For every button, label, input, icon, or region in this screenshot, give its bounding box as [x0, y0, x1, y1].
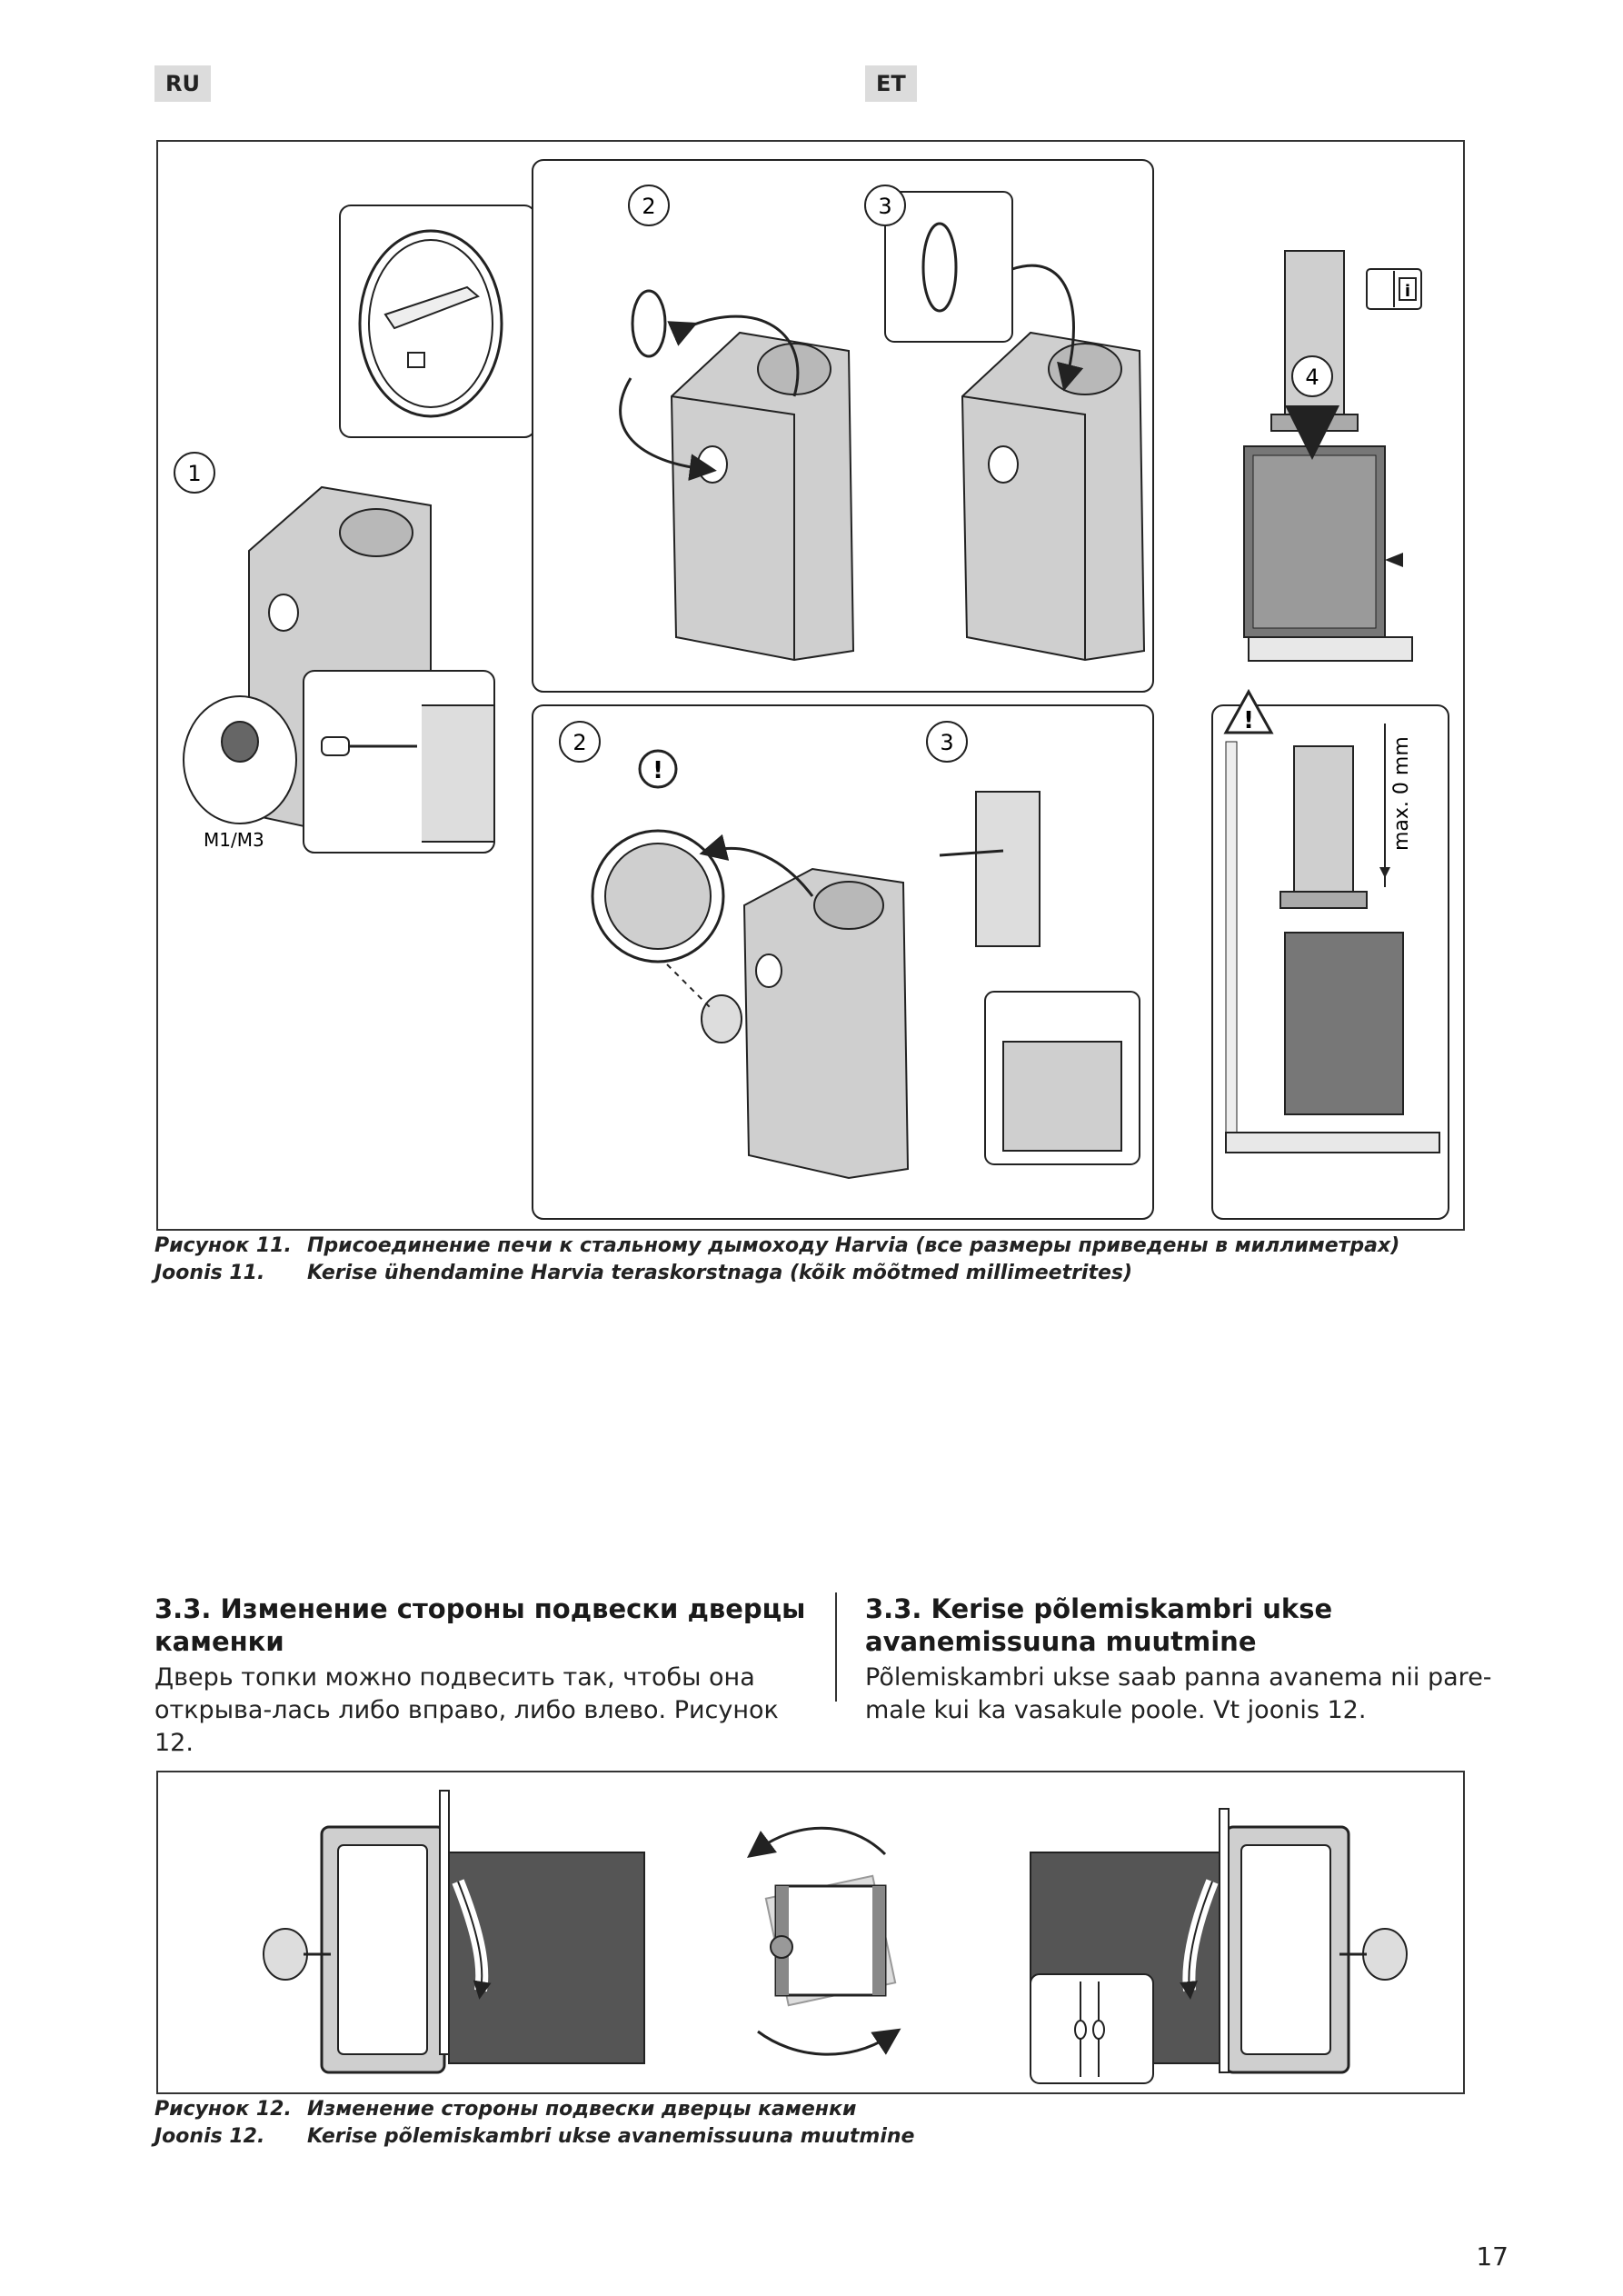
door-rotate-diagram: [746, 1826, 901, 2056]
door-left-hinge: [263, 1790, 645, 2074]
svg-text:i: i: [1405, 282, 1410, 301]
lang-tag-et: ET: [865, 65, 917, 102]
caption-text: Kerise ühendamine Harvia teraskorstnaga …: [307, 1262, 1133, 1284]
figure-11-caption-ru: Рисунок 11. Присоединение печи к стальном…: [154, 1233, 1399, 1260]
svg-text:!: !: [652, 757, 663, 784]
svg-text:3: 3: [878, 194, 891, 219]
panel-chimney-installed: [1243, 250, 1413, 662]
caption-text: Kerise põlemiskambri ukse avanemissuuna …: [307, 2125, 915, 2148]
info-book-icon: i: [1366, 268, 1422, 310]
figure-11-caption-et: Joonis 11. Kerise ühendamine Harvia teras…: [154, 1260, 1132, 1287]
figure-12: [156, 1771, 1465, 2094]
dimension-label: max. 0 mm: [1390, 736, 1413, 851]
door-right-hinge: [1030, 1808, 1408, 2084]
column-divider: [835, 1592, 837, 1702]
figure-11: 1 2 3 2 3 4 M1/M3 max. 0 mm: [156, 140, 1465, 1231]
model-label: M1/M3: [204, 829, 264, 851]
panel-steps-bottom: [532, 704, 1154, 1220]
page-number: 17: [1476, 2241, 1508, 2271]
caption-text: Присоединение печи к стальному дымоходу …: [307, 1234, 1400, 1257]
figure-12-caption-ru: Рисунок 12. Изменение стороны подвески дв…: [154, 2096, 856, 2123]
step-number-4: 4: [1291, 355, 1333, 397]
svg-text:2: 2: [573, 730, 586, 755]
figure-12-caption-et: Joonis 12. Kerise põlemiskambri ukse avan…: [154, 2123, 914, 2151]
svg-text:1: 1: [187, 461, 201, 486]
figure-12-illustration: [263, 1790, 1408, 2084]
exclamation-icon: !: [638, 749, 678, 789]
caption-label: Joonis 12.: [154, 2125, 265, 2148]
svg-text:!: !: [1243, 707, 1254, 734]
svg-text:4: 4: [1305, 364, 1319, 390]
caption-label: Joonis 11.: [154, 1262, 265, 1284]
step-number-3-top: 3: [864, 185, 906, 226]
section-body-et: Põlemiskambri ukse saab panna avanema ni…: [865, 1663, 1492, 1724]
panel-steps-top: [532, 159, 1154, 693]
step-number-3-bottom: 3: [926, 721, 968, 763]
caption-label: Рисунок 12.: [154, 2098, 292, 2121]
panel-clearance: [1211, 704, 1449, 1220]
section-body-ru: Дверь топки можно подвесить так, чтобы о…: [154, 1663, 779, 1757]
svg-text:2: 2: [642, 194, 655, 219]
section-heading-ru: 3.3. Изменение стороны подвески дверцы к…: [154, 1593, 806, 1657]
step-number-2-bottom: 2: [559, 721, 601, 763]
panel-step-1: [183, 485, 495, 854]
figure-11-illustration: 1 2 3 2 3 4 M1/M3 max. 0 mm: [174, 159, 1449, 1220]
caption-label: Рисунок 11.: [154, 1234, 292, 1257]
step-number-1: 1: [174, 452, 215, 494]
svg-text:3: 3: [940, 730, 953, 755]
caption-text: Изменение стороны подвески дверцы каменк…: [307, 2098, 857, 2121]
section-heading-et: 3.3. Kerise põlemiskambri ukse avanemiss…: [865, 1593, 1333, 1657]
warning-icon: !: [1223, 688, 1274, 734]
step-number-2-top: 2: [628, 185, 670, 226]
lang-tag-ru: RU: [154, 65, 211, 102]
